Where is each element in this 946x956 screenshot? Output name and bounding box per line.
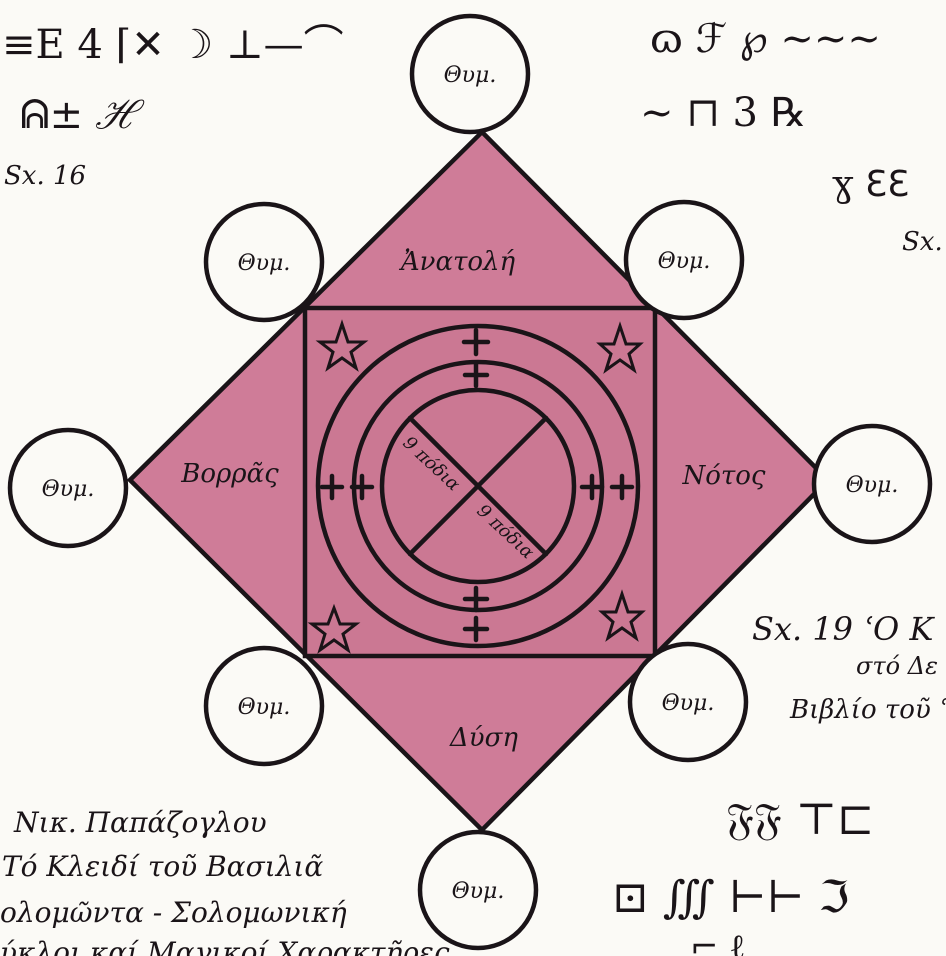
credit-line: ύκλοι καί Μαγικοί Χαρακτῆρες [0,936,450,956]
incense-circle-top-left: Θυμ. [203,201,325,323]
corner-glyphs-top-left: ≡E 4 ⌈✕ ☽ ⊥—⌒ ᕱ± ℋ Sx. 16 [2,22,344,191]
incense-circle-outline [623,199,745,321]
incense-circle-outline [203,645,325,767]
diameter-line-2 [407,415,549,557]
incense-circle-outline [409,13,531,135]
incense-circle-top: Θυμ. [409,13,531,135]
glyph-row: ɷ ℱ ℘ ~~~ [650,16,881,62]
caption-line: Sx. 19 ʿO K [752,610,935,648]
glyph-row: 𝔉𝔉 ⊤⊏ [726,794,874,845]
incense-circle-outline [7,427,129,549]
glyph-row: ⌐ ℓ [690,927,746,956]
credit-line: Νικ. Παπάζογλου [13,806,267,839]
incense-circle-outline [811,423,933,545]
label-east: Ἀνατολή [399,247,516,277]
ring-crosses [319,327,635,643]
caption-line: στό Δε [856,652,938,680]
inner-ring [379,387,577,585]
incense-label: Θυμ. [452,879,505,904]
label-south: Νότος [681,461,765,491]
incense-label: Θυμ. [238,251,291,276]
pentagram-icon [596,321,644,374]
pentagram-icon [307,603,361,654]
incense-circle-outline [627,641,749,763]
credit-block: Νικ. Παπάζογλου Τό Κλειδί τοῦ Βασιλιᾶ ολ… [0,806,450,956]
label-west: Δύση [449,723,518,753]
figure-caption-17: Sx. [902,227,943,257]
corner-glyphs-bottom-right: 𝔉𝔉 ⊤⊏ ⊡ ∭ ⊢⊢ ℑ ⌐ ℓ [612,794,874,956]
incense-circle-outline [417,829,539,951]
incense-label: Θυμ. [658,249,711,274]
glyph-row: ɣ ℇℇ [832,164,909,205]
incense-circle-outline [203,201,325,323]
incense-label: Θυμ. [238,695,291,720]
figure-caption-16: Sx. 16 [4,161,86,191]
incense-circle-bottom: Θυμ. [417,829,539,951]
credit-line: Τό Κλειδί τοῦ Βασιλιᾶ [2,850,323,883]
glyph-row: ⊡ ∭ ⊢⊢ ℑ [612,872,849,923]
figure-caption-19: Sx. 19 ʿO K στό Δε Βιβλίο τοῦ ʿ [752,610,946,725]
incense-label: Θυμ. [444,63,497,88]
incense-circle-bottom-left: Θυμ. [203,645,325,767]
incense-label: Θυμ. [42,477,95,502]
glyph-row: ≡E 4 ⌈✕ ☽ ⊥—⌒ [2,22,344,68]
label-north: Βορρᾶς [180,459,279,489]
glyph-row: ᕱ± ℋ [20,92,145,138]
incense-circles: Θυμ. Θυμ. Θυμ. Θυμ. Θυμ. Θυμ. Θυμ. Θυμ. [7,13,933,951]
credit-line: ολομῶντα - Σολομωνική [0,896,347,929]
pentagram-icon [315,319,369,372]
pentagram-icons [307,319,646,654]
glyph-row: ~ ⊓ 3 ℞ [640,90,806,136]
incense-label: Θυμ. [846,473,899,498]
incense-circle-bottom-right: Θυμ. [627,641,749,763]
pentagram-icon [598,589,646,642]
incense-circle-top-right: Θυμ. [623,199,745,321]
incense-label: Θυμ. [662,691,715,716]
incense-circle-left: Θυμ. [7,427,129,549]
outer-ring [315,323,641,649]
corner-glyphs-top-right: ɷ ℱ ℘ ~~~ ~ ⊓ 3 ℞ ɣ ℇℇ Sx. [640,16,943,257]
caption-line: Βιβλίο τοῦ ʿ [789,695,946,725]
incense-circle-right: Θυμ. [811,423,933,545]
